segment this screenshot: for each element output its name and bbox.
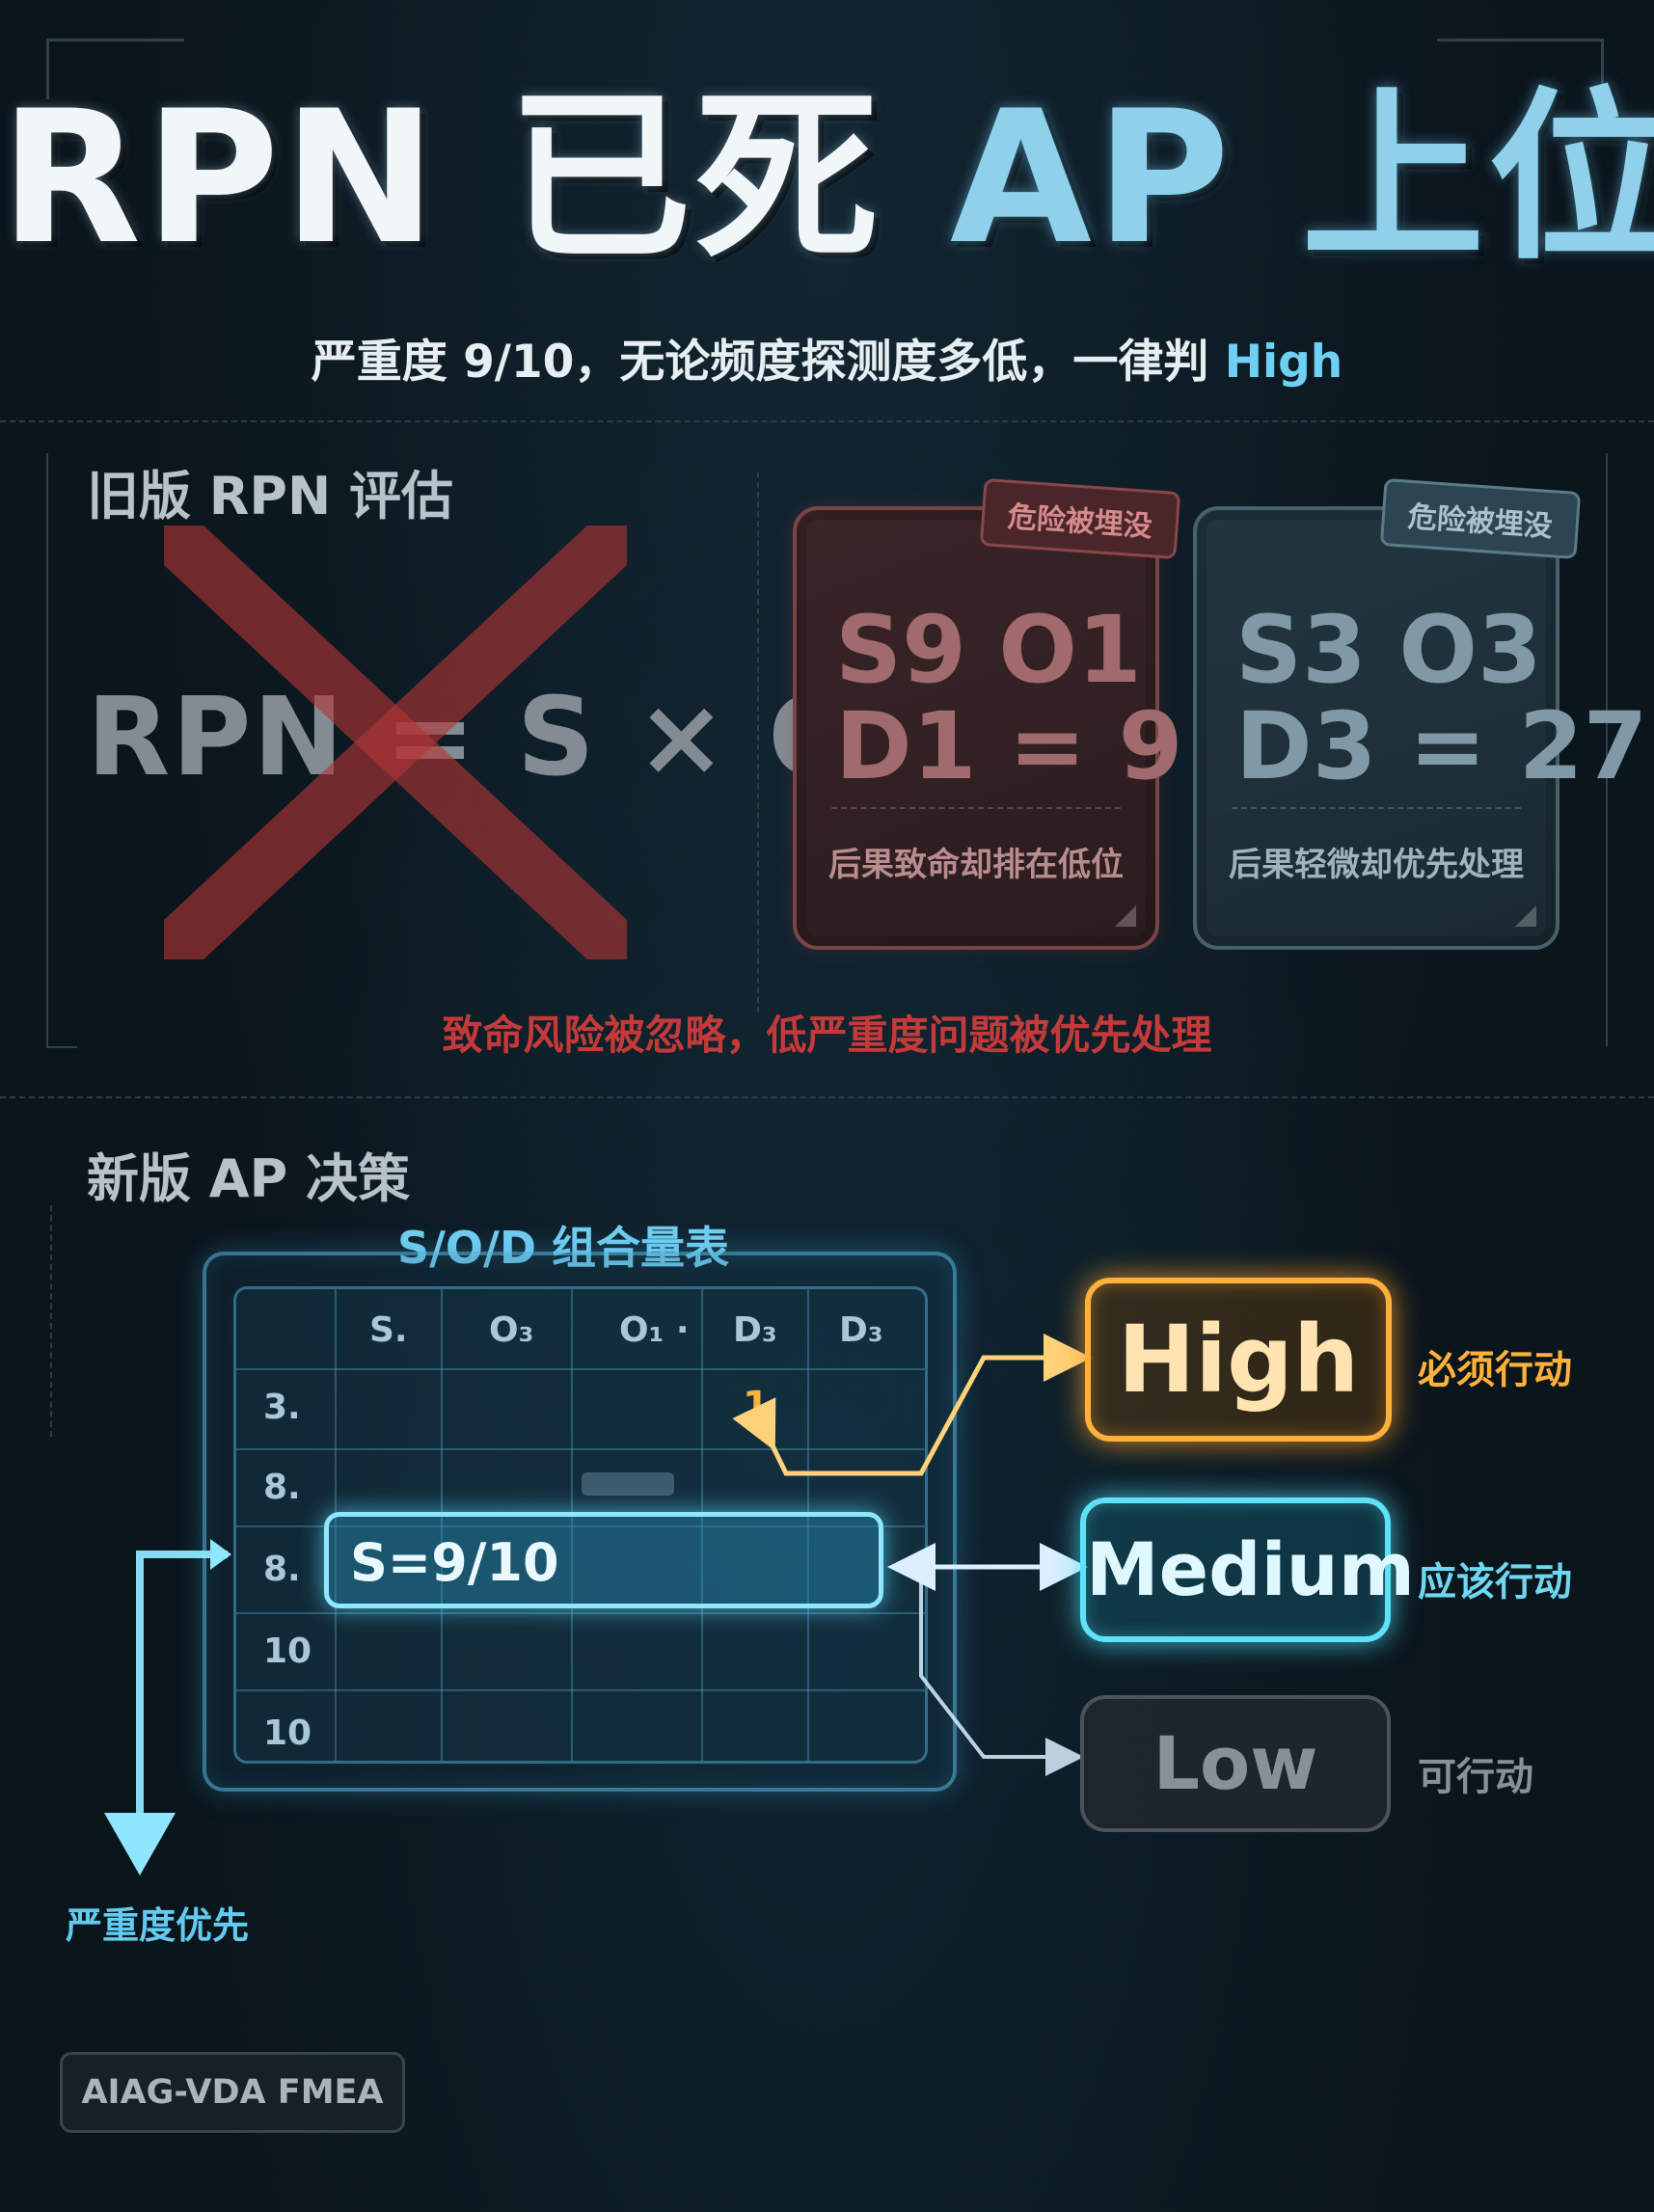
- standard-badge: AIAG-VDA FMEA: [60, 2052, 405, 2133]
- new-section-label: 新版 AP 决策: [87, 1148, 410, 1209]
- rpn-example-card-minor: 危险被埋没 S3 O3 D3 = 27 后果轻微却优先处理: [1193, 477, 1647, 950]
- title-part-2: AP 上位: [949, 71, 1654, 284]
- row-header: 8.: [263, 1468, 301, 1507]
- frame-corner-tr: [1437, 39, 1604, 99]
- corner-triangle-icon: [1115, 905, 1136, 927]
- column-header: D₃: [733, 1310, 777, 1350]
- row-header: 10: [263, 1713, 312, 1753]
- buried-danger-tag: 危险被埋没: [1379, 477, 1582, 560]
- column-header: O₃: [489, 1310, 534, 1350]
- column-header: O₁ ·: [619, 1310, 690, 1350]
- ap-high-box: High: [1085, 1278, 1392, 1442]
- divider-vertical: [757, 472, 759, 1012]
- row-header: 8.: [263, 1550, 301, 1589]
- subtitle-main: 严重度 9/10，无论频度探测度多低，一律判: [311, 336, 1225, 389]
- ap-low-action: 可行动: [1418, 1755, 1533, 1799]
- severity-priority-label: 严重度优先: [66, 1904, 250, 1947]
- frame-corner-tl: [46, 39, 184, 99]
- subtitle: 严重度 9/10，无论频度探测度多低，一律判 High: [0, 324, 1654, 391]
- card-values-line-2: D1 = 9: [835, 692, 1183, 800]
- ap-medium-action: 应该行动: [1418, 1560, 1572, 1605]
- divider-left-new: [50, 1205, 52, 1437]
- row-header: 3.: [263, 1388, 301, 1427]
- ap-high-action: 必须行动: [1418, 1348, 1572, 1392]
- ap-medium-box: Medium: [1080, 1497, 1415, 1642]
- card-values-line-1: S3 O3: [1235, 596, 1542, 704]
- card-caption: 后果致命却排在低位: [828, 846, 1124, 884]
- rpn-example-card-fatal: 危险被埋没 S9 O1 D1 = 9 后果致命却排在低位: [793, 477, 1183, 950]
- card-separator: [1232, 807, 1521, 809]
- card-separator: [831, 807, 1121, 809]
- card-caption: 后果轻微却优先处理: [1229, 846, 1524, 884]
- severity-bar-label: S=9/10: [350, 1532, 559, 1593]
- table-title: S/O/D 组合量表: [397, 1222, 730, 1274]
- severity-bar: S=9/10: [324, 1512, 883, 1608]
- corner-triangle-icon: [1515, 905, 1536, 927]
- frame-left-bracket: [46, 453, 77, 1048]
- page-title: RPN 已死 AP 上位: [0, 77, 1654, 280]
- title-part-1: RPN 已死: [0, 71, 950, 284]
- cross-out-icon: [164, 526, 627, 959]
- cell-marker: [582, 1472, 674, 1496]
- card-values-line-1: S9 O1: [835, 596, 1142, 704]
- buried-danger-tag: 危险被埋没: [979, 477, 1181, 560]
- highlight-cell: 1: [743, 1384, 770, 1428]
- old-section-label: 旧版 RPN 评估: [87, 466, 453, 526]
- row-header: 10: [263, 1632, 312, 1671]
- divider-top: [0, 420, 1654, 422]
- warning-text: 致命风险被忽略，低严重度问题被优先处理: [442, 1012, 1212, 1059]
- divider-middle: [0, 1096, 1654, 1098]
- card-values-line-2: D3 = 27: [1235, 692, 1648, 800]
- column-header: D₃: [839, 1310, 883, 1350]
- frame-right-bracket: [1577, 453, 1608, 1046]
- column-header: S.: [369, 1310, 408, 1350]
- subtitle-highlight: High: [1224, 336, 1343, 389]
- ap-low-box: Low: [1080, 1695, 1391, 1832]
